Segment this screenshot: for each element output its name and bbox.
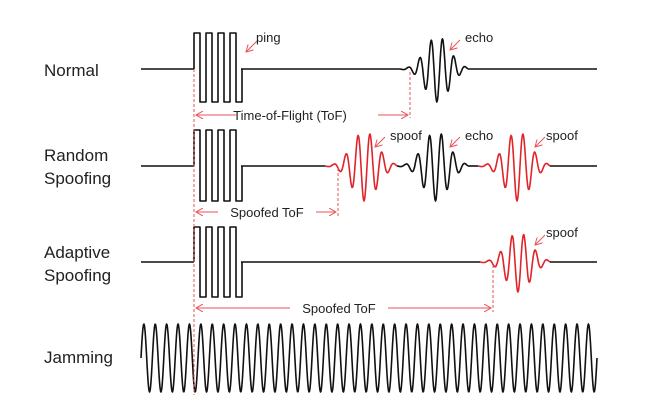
spoof-label: spoof — [390, 128, 422, 143]
row-label-random-1: Random — [44, 146, 108, 165]
spoof-pointer-icon — [375, 136, 386, 147]
jamming-waveform — [140, 323, 598, 393]
spoof-label-2: spoof — [546, 128, 578, 143]
echo-waveform — [399, 38, 469, 103]
ping-pulse-train — [193, 226, 243, 298]
row-label-random-2: Spoofing — [44, 169, 111, 188]
spoof-waveform — [324, 133, 398, 202]
echo-waveform — [396, 133, 469, 202]
spoofed-tof-label: Spoofed ToF — [230, 205, 304, 220]
ping-pulse-train — [193, 32, 243, 103]
row-label-adaptive-1: Adaptive — [44, 243, 110, 262]
ping-label: ping — [256, 30, 281, 45]
spoofed-tof-label-adaptive: Spoofed ToF — [302, 301, 376, 316]
spoof-waveform — [477, 133, 551, 202]
spoof-pointer-icon — [535, 136, 546, 147]
ping-pointer-icon — [246, 39, 259, 52]
ping-pulse-train — [193, 129, 243, 202]
echo-label: echo — [465, 30, 493, 45]
row-label-normal: Normal — [44, 61, 99, 80]
spoof-label-adaptive: spoof — [546, 225, 578, 240]
tof-label: Time-of-Flight (ToF) — [233, 108, 347, 123]
echo-label-random: echo — [465, 128, 493, 143]
echo-pointer-icon — [450, 39, 461, 50]
spoof-waveform — [479, 233, 551, 293]
spoof-pointer-icon — [535, 234, 546, 245]
row-label-jamming: Jamming — [44, 348, 113, 367]
row-label-adaptive-2: Spoofing — [44, 266, 111, 285]
echo-pointer-icon — [450, 136, 461, 147]
